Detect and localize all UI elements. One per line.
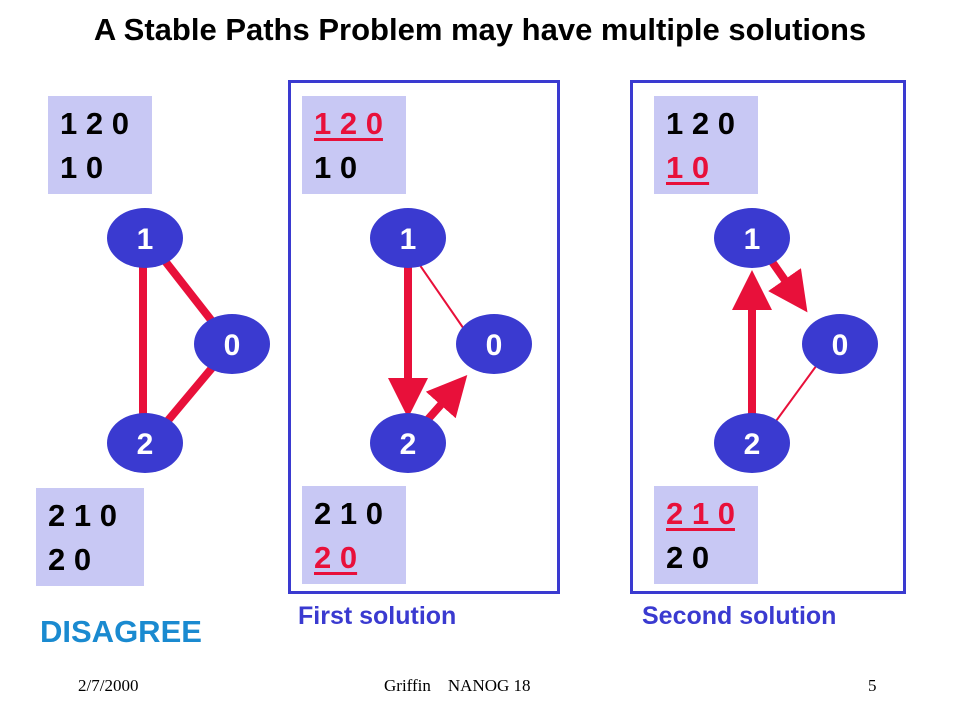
node-label: 0 (486, 329, 503, 362)
slide-title: A Stable Paths Problem may have multiple… (93, 12, 867, 47)
node-0 (456, 314, 532, 374)
node2-paths-box-second: 2 1 0 2 0 (654, 486, 758, 584)
edge-2-0-thin (767, 357, 823, 433)
disagree-caption: DISAGREE (40, 614, 202, 649)
node-label: 1 (744, 223, 761, 256)
node-label: 2 (744, 428, 761, 461)
node-0 (802, 314, 878, 374)
node1-paths-box-disagree: 1 2 0 1 0 (48, 96, 152, 194)
node-label: 1 (137, 223, 154, 256)
node-2 (370, 413, 446, 473)
node-label: 0 (832, 329, 849, 362)
path-line: 2 0 (666, 540, 710, 575)
footer-page-number: 5 (868, 676, 877, 695)
node-1 (370, 208, 446, 268)
node-label: 2 (137, 428, 154, 461)
node-2 (107, 413, 183, 473)
footer-center: Griffin NANOG 18 (384, 676, 531, 695)
first-solution-frame (288, 80, 560, 594)
path-line: 2 0 (48, 542, 92, 577)
node-label: 0 (224, 329, 241, 362)
node-label: 1 (400, 223, 417, 256)
second-solution-caption: Second solution (642, 602, 837, 630)
node1-paths-box-first: 1 2 0 1 0 (302, 96, 406, 194)
second-solution-frame (630, 80, 906, 594)
path-line: 1 2 0 (60, 106, 129, 141)
node-1 (107, 208, 183, 268)
node-0 (194, 314, 270, 374)
path-line: 1 0 (60, 150, 104, 185)
node2-paths-box-first: 2 1 0 2 0 (302, 486, 406, 584)
path-line: 2 1 0 (666, 496, 735, 531)
node1-paths-box-second: 1 2 0 1 0 (654, 96, 758, 194)
path-line: 2 1 0 (314, 496, 383, 531)
path-line: 1 2 0 (314, 106, 383, 141)
node-1 (714, 208, 790, 268)
node-2 (714, 413, 790, 473)
node2-paths-box-disagree: 2 1 0 2 0 (36, 488, 144, 586)
first-solution-caption: First solution (298, 602, 457, 630)
path-line: 2 0 (314, 540, 358, 575)
footer-date: 2/7/2000 (78, 676, 139, 695)
path-line: 1 0 (314, 150, 358, 185)
path-line: 2 1 0 (48, 498, 117, 533)
path-line: 1 0 (666, 150, 710, 185)
path-line: 1 2 0 (666, 106, 735, 141)
node-label: 2 (400, 428, 417, 461)
